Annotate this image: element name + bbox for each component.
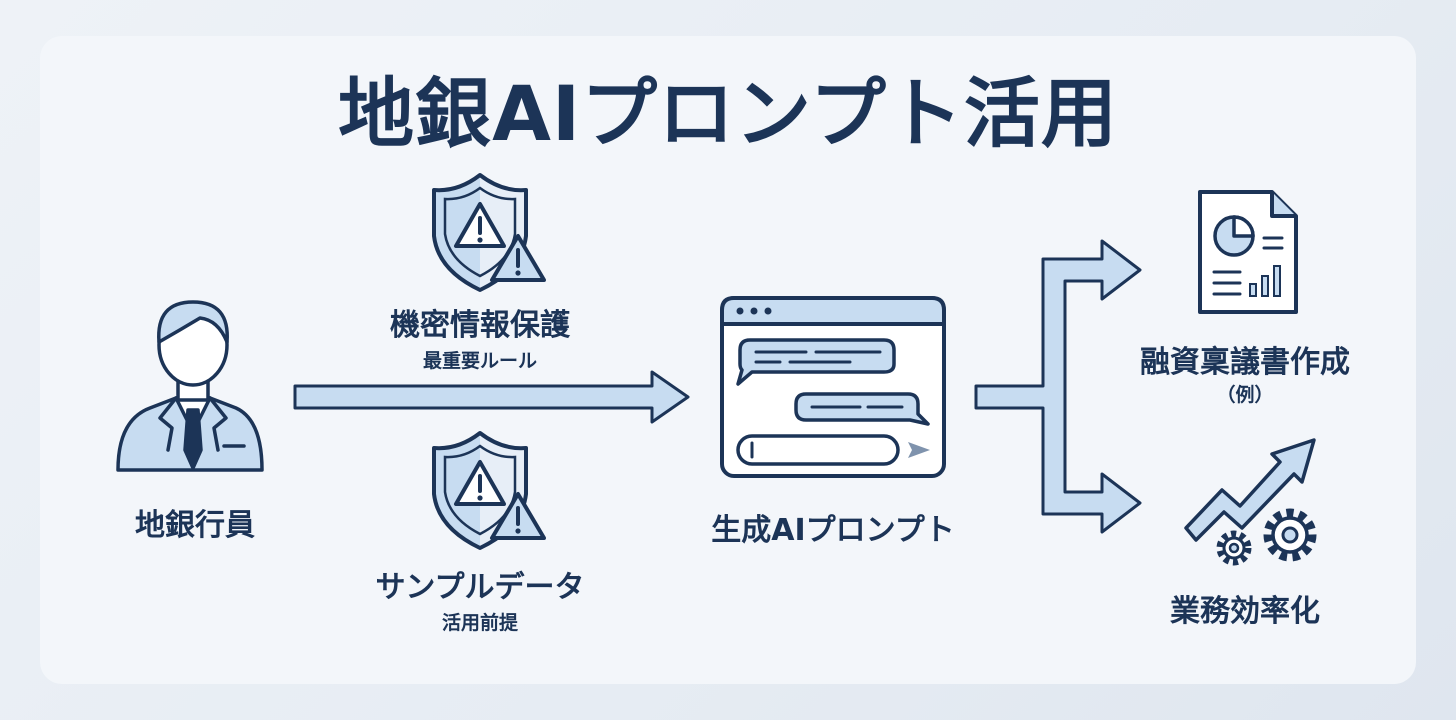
growth-gears-icon [1184,438,1317,566]
loan-doc-sublabel: （例） [1216,384,1274,406]
shield-warning-icon [432,431,546,550]
confidential-label: 機密情報保護 [390,308,570,343]
loan-doc-label: 融資稟議書作成 [1140,345,1350,380]
shield-warning-icon [432,173,546,292]
businessman-icon [116,300,264,472]
sample-data-sublabel: 活用前提 [441,612,518,634]
document-chart-icon [1198,190,1298,314]
branching-arrow [974,239,1142,534]
sample-data-label: サンプルデータ [375,570,585,605]
prompt-label: 生成AIプロンプト [711,513,955,548]
employee-label: 地銀行員 [135,508,255,543]
chat-window-icon [720,296,946,478]
arrow-to-prompt [293,370,690,424]
page-title: 地銀AIプロンプト活用 [338,69,1118,158]
confidential-sublabel: 最重要ルール [422,350,537,372]
efficiency-label: 業務効率化 [1170,594,1320,629]
